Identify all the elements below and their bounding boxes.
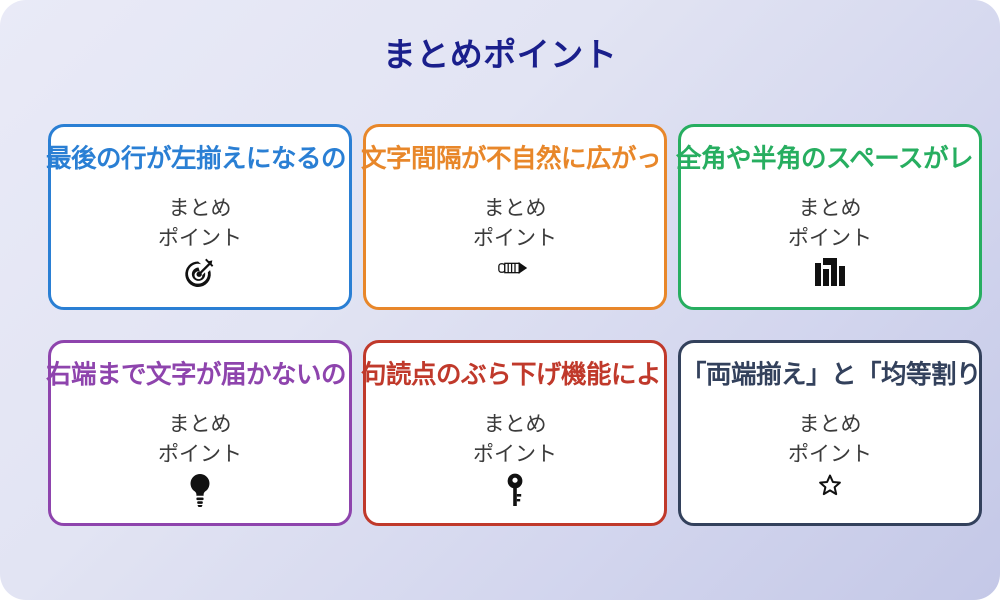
- page-title: まとめポイント: [382, 35, 618, 74]
- card-headline: 最後の行が左揃えになるの: [46, 144, 347, 174]
- pencil-icon: [366, 257, 664, 279]
- card-body: まとめポイント: [681, 193, 979, 254]
- summary-card[interactable]: 「両端揃え」と「均等割りまとめポイント: [678, 340, 982, 526]
- card-body-line-2: ポイント: [788, 442, 872, 467]
- summary-card[interactable]: 文字間隔が不自然に広がっまとめポイント: [361, 124, 667, 310]
- summary-card[interactable]: 句読点のぶら下げ機能によまとめポイント: [361, 340, 667, 526]
- summary-card[interactable]: 右端まで文字が届かないのまとめポイント: [46, 340, 352, 526]
- card-body-line-1: まとめ: [798, 412, 862, 436]
- dart-target-icon: [51, 257, 349, 291]
- summary-card[interactable]: 最後の行が左揃えになるのまとめポイント: [46, 124, 352, 310]
- card-body: まとめポイント: [51, 193, 349, 254]
- card-body-line-1: まとめ: [483, 412, 547, 436]
- bar-chart-icon: [681, 257, 979, 287]
- card-body-line-2: ポイント: [158, 442, 242, 467]
- card-headline: 右端まで文字が届かないの: [46, 360, 347, 390]
- card-headline: 句読点のぶら下げ機能によ: [361, 360, 662, 390]
- card-body-line-2: ポイント: [473, 226, 557, 251]
- card-body: まとめポイント: [681, 409, 979, 470]
- card-body-line-1: まとめ: [483, 196, 547, 220]
- card-body-line-2: ポイント: [473, 442, 557, 467]
- key-icon: [366, 473, 664, 507]
- summary-card-grid: 最後の行が左揃えになるのまとめポイント文字間隔が不自然に広がっまとめポイント全角…: [46, 124, 982, 526]
- card-body-line-1: まとめ: [798, 196, 862, 220]
- card-body-line-1: まとめ: [168, 412, 232, 436]
- card-headline: 文字間隔が不自然に広がっ: [361, 144, 662, 174]
- card-body: まとめポイント: [51, 409, 349, 470]
- card-body-line-2: ポイント: [788, 226, 872, 251]
- card-body-line-2: ポイント: [158, 226, 242, 251]
- card-headline: 「両端揃え」と「均等割り: [681, 360, 982, 390]
- summary-card[interactable]: 全角や半角のスペースがレまとめポイント: [676, 124, 982, 310]
- card-body-line-1: まとめ: [168, 196, 232, 220]
- card-body: まとめポイント: [366, 193, 664, 254]
- lightbulb-icon: [51, 473, 349, 507]
- card-body: まとめポイント: [366, 409, 664, 470]
- card-headline: 全角や半角のスペースがレ: [676, 144, 973, 174]
- star-icon: [681, 473, 979, 497]
